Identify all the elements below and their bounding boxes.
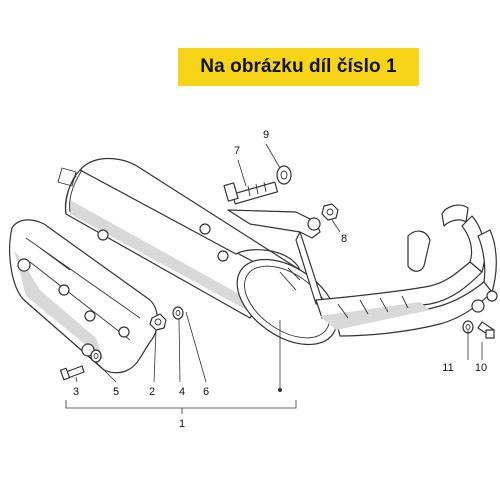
exhaust-pipe xyxy=(315,204,498,337)
callout-5: 5 xyxy=(113,386,119,398)
washer-5 xyxy=(90,349,102,363)
banner-text: Na obrázku díl číslo 1 xyxy=(200,56,397,77)
callout-10: 10 xyxy=(475,362,487,374)
washer-4 xyxy=(172,306,184,320)
washer-9 xyxy=(276,165,292,185)
nut-8 xyxy=(321,203,339,221)
bolt-7 xyxy=(223,181,279,205)
callout-7: 7 xyxy=(234,145,240,157)
leader-lines xyxy=(65,143,483,414)
callout-4: 4 xyxy=(179,386,185,398)
mounting-bracket xyxy=(227,209,323,305)
callout-11: 11 xyxy=(442,362,453,374)
callout-8: 8 xyxy=(341,233,347,245)
nut-2 xyxy=(149,313,167,331)
callout-6: 6 xyxy=(203,386,209,398)
washer-11 xyxy=(462,320,474,334)
callout-1: 1 xyxy=(179,418,185,430)
callout-2: 2 xyxy=(149,386,155,398)
muffler xyxy=(57,158,338,346)
highlight-banner: Na obrázku díl číslo 1 xyxy=(178,48,419,86)
callout-3: 3 xyxy=(73,386,79,398)
heat-shield xyxy=(9,219,159,374)
screw-3 xyxy=(59,365,85,381)
callout-9: 9 xyxy=(263,129,269,141)
screw-10 xyxy=(477,321,495,339)
